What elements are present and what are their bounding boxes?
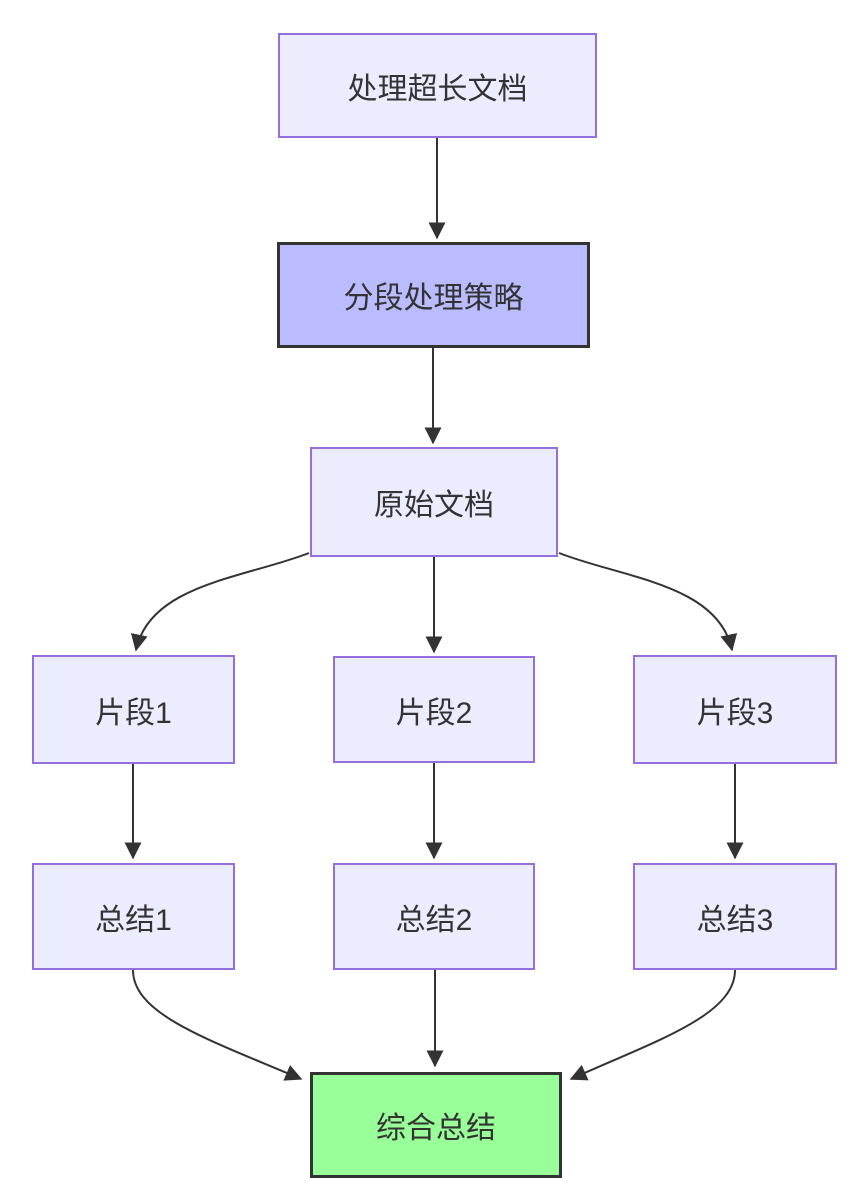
- edge-original-to-segment1: [130, 552, 310, 652]
- node-label: 综合总结: [376, 1112, 496, 1145]
- node-summary-2: 总结2: [333, 863, 535, 970]
- node-final-summary: 综合总结: [310, 1072, 562, 1178]
- edge-summary3-to-final: [569, 969, 736, 1081]
- node-label: 总结1: [95, 903, 172, 937]
- node-summary-3: 总结3: [633, 863, 837, 970]
- node-process-long-doc: 处理超长文档: [278, 33, 597, 138]
- node-label: 处理超长文档: [347, 72, 528, 106]
- node-segment-3: 片段3: [633, 655, 837, 764]
- edge-summary1-to-final: [132, 969, 303, 1081]
- node-label: 总结3: [696, 903, 774, 937]
- node-label: 片段1: [95, 696, 172, 730]
- node-label: 原始文档: [374, 489, 494, 522]
- node-segmentation-strategy: 分段处理策略: [277, 242, 590, 348]
- node-label: 片段3: [696, 696, 774, 730]
- node-segment-1: 片段1: [32, 655, 235, 764]
- node-summary-1: 总结1: [32, 863, 235, 970]
- node-label: 片段2: [395, 696, 473, 730]
- node-label: 分段处理策略: [343, 282, 524, 315]
- node-original-doc: 原始文档: [310, 447, 558, 557]
- node-segment-2: 片段2: [333, 656, 535, 763]
- edge-original-to-segment3: [558, 552, 738, 652]
- node-label: 总结2: [395, 903, 473, 937]
